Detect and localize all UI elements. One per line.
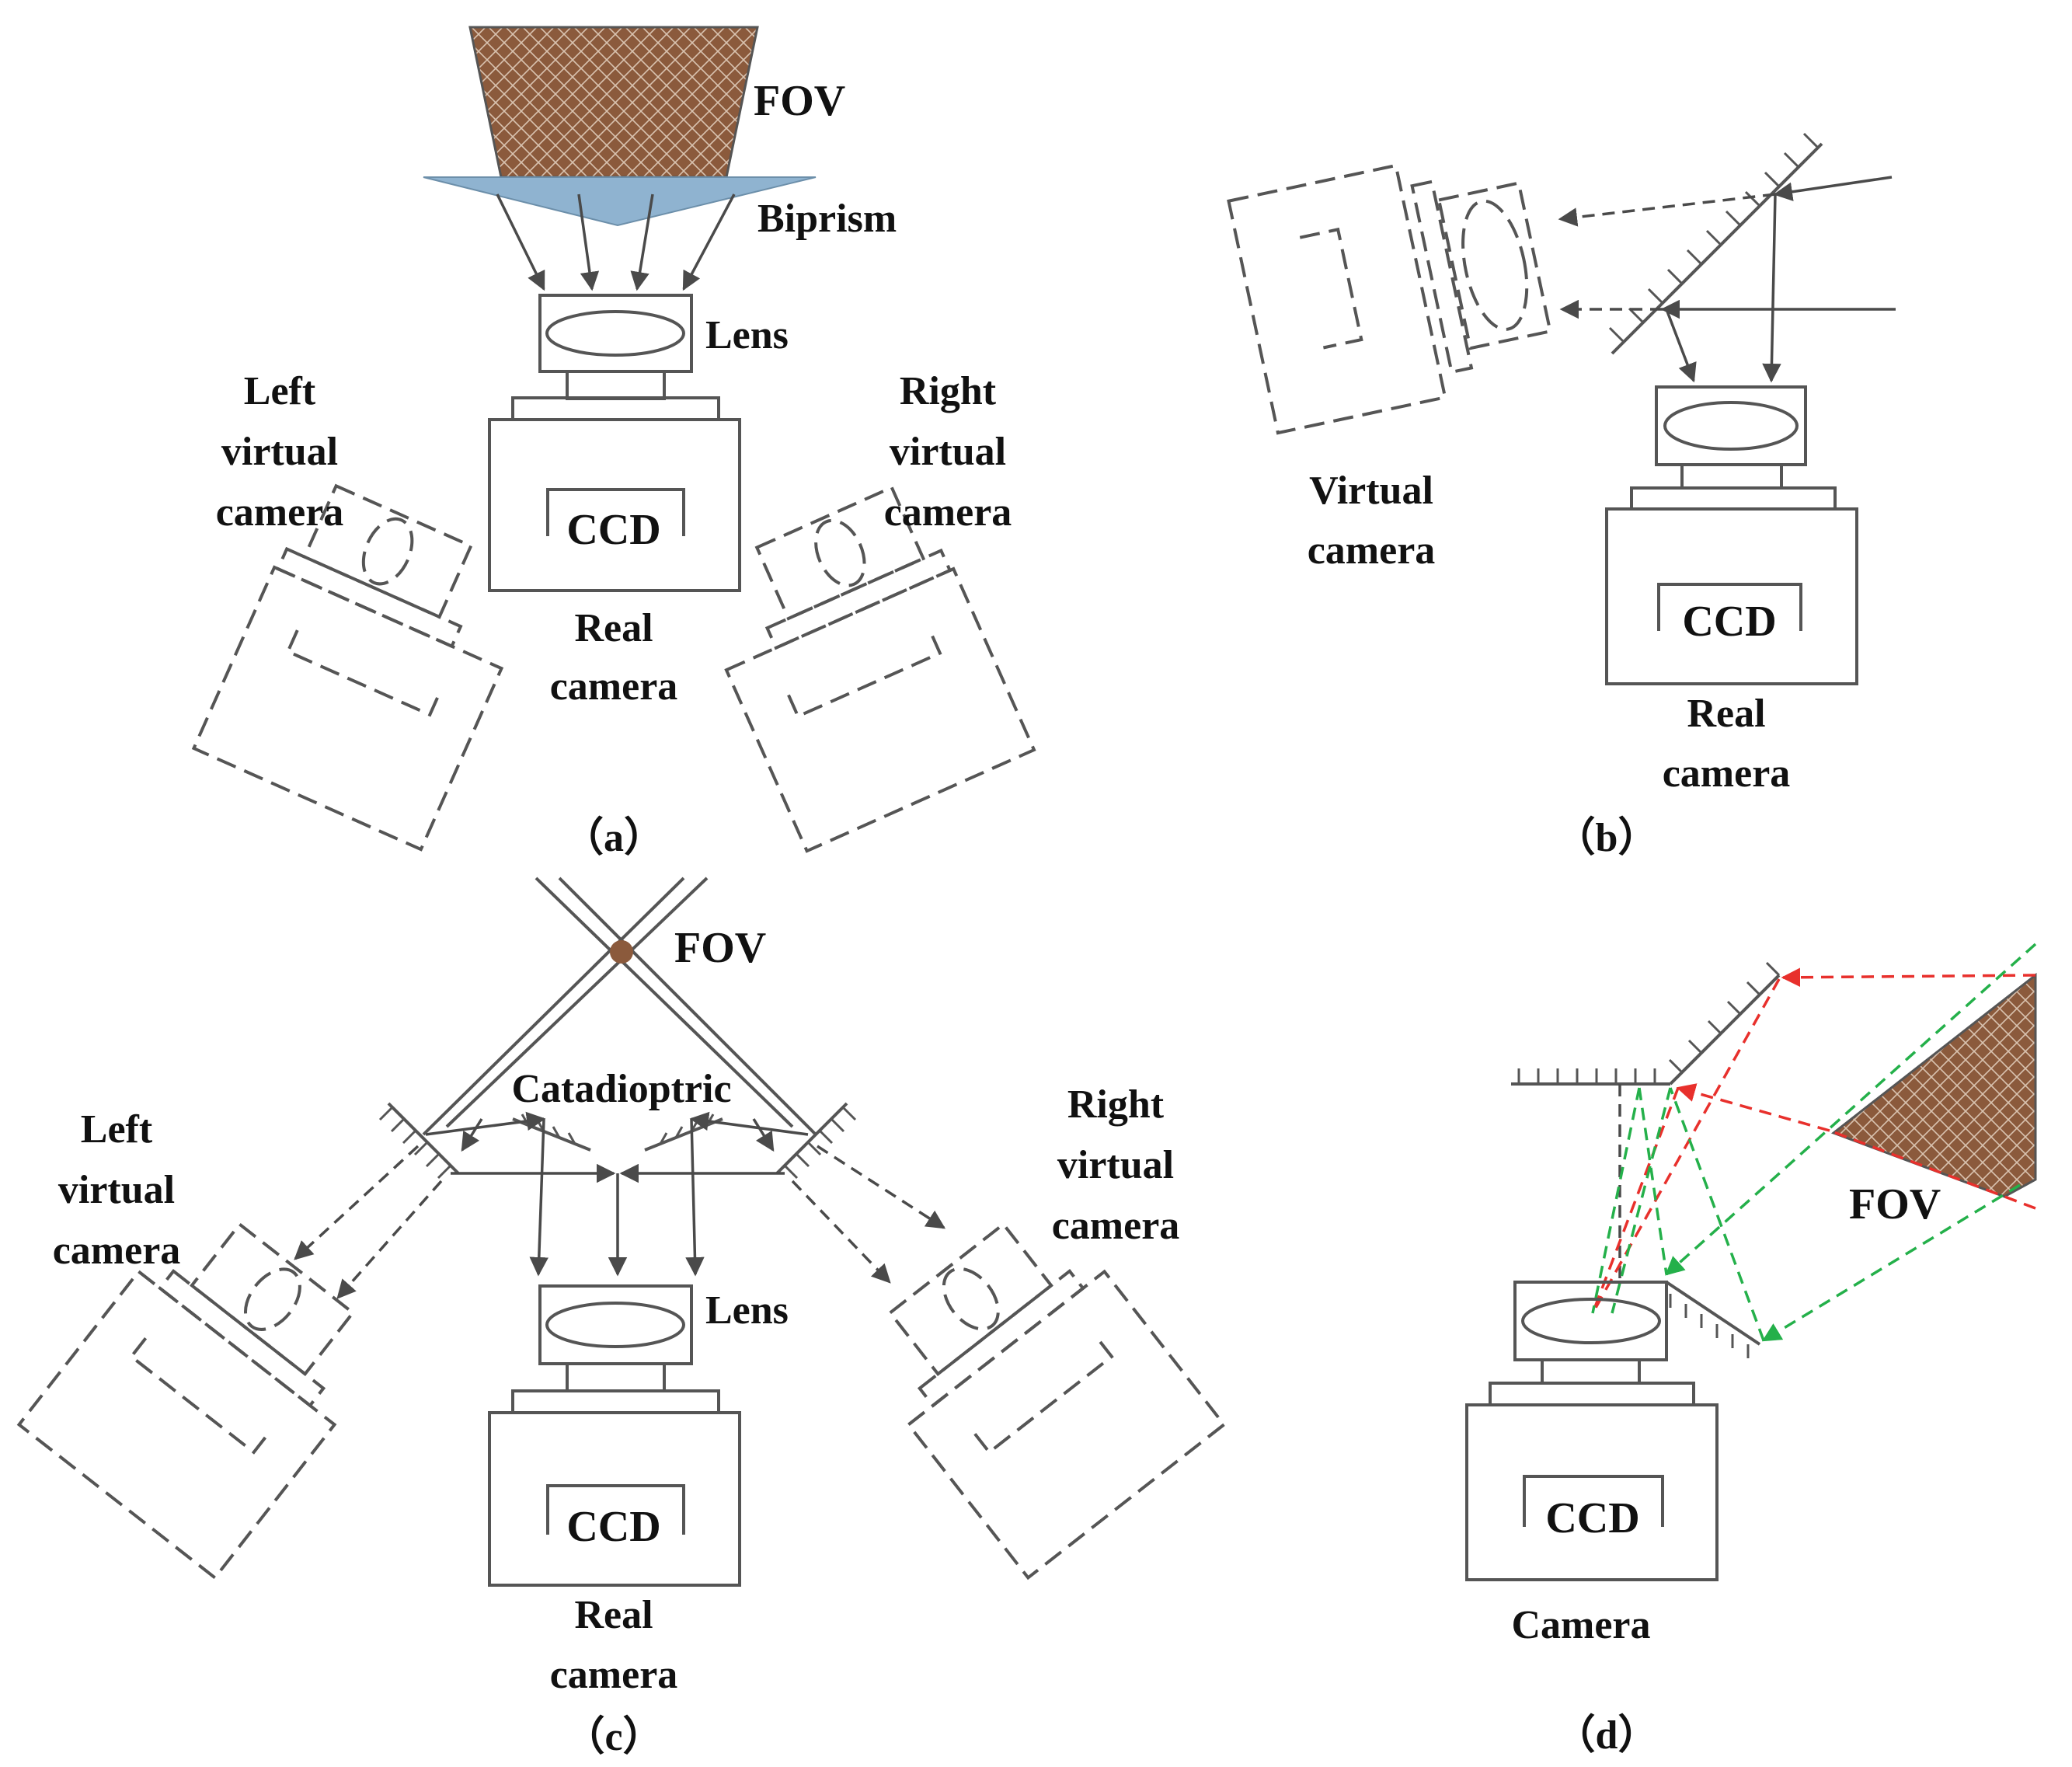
label-virtual-camera-b-1: Virtual	[1309, 469, 1433, 513]
label-right-virtual-a-2: virtual	[890, 430, 1006, 474]
label-real-camera-c-1: Real	[574, 1593, 653, 1637]
incoming-rays	[496, 193, 736, 291]
label-real-camera-b-2: camera	[1663, 751, 1791, 796]
panel-c: FOV Catadioptric Lens Left virtual camer…	[16, 877, 1227, 1759]
label-right-virtual-c-2: virtual	[1057, 1143, 1174, 1187]
label-right-virtual-c-1: Right	[1067, 1082, 1165, 1127]
left-mirrors-c	[378, 1102, 591, 1180]
red-rays	[1591, 967, 2036, 1314]
label-left-virtual-c-3: camera	[53, 1229, 181, 1273]
fov-point	[610, 940, 633, 964]
mirror-b	[1608, 132, 1823, 355]
crossing-fov-lines	[422, 877, 817, 1136]
real-camera-body-b	[1605, 507, 1858, 685]
label-left-virtual-c-1: Left	[81, 1107, 153, 1152]
label-fov-c: FOV	[674, 924, 766, 972]
bottom-mirror-d	[1665, 1281, 1761, 1358]
virtual-camera-b	[1227, 163, 1552, 435]
label-left-virtual-a-3: camera	[216, 490, 344, 535]
caption-a: （a）	[563, 815, 664, 860]
real-camera-body	[488, 418, 741, 592]
label-fov-a: FOV	[754, 77, 845, 125]
label-real-camera-c-2: camera	[550, 1653, 678, 1697]
right-mirrors-c	[644, 1102, 857, 1180]
lens-assembly-c	[511, 1284, 720, 1414]
label-ccd-b: CCD	[1682, 598, 1776, 646]
label-real-camera-b-1: Real	[1687, 692, 1765, 736]
camera-body-d	[1465, 1403, 1719, 1581]
label-catadioptric: Catadioptric	[511, 1067, 731, 1111]
label-biprism: Biprism	[757, 197, 897, 241]
label-fov-d: FOV	[1849, 1180, 1941, 1229]
label-ccd-c: CCD	[566, 1503, 660, 1551]
caption-d: （d）	[1555, 1713, 1659, 1758]
label-right-virtual-c-3: camera	[1052, 1204, 1180, 1248]
virtual-rays-c	[294, 1145, 946, 1299]
label-right-virtual-a-1: Right	[900, 369, 997, 413]
rays-c	[425, 1111, 809, 1277]
label-left-virtual-a-1: Left	[244, 369, 316, 413]
label-ccd-d: CCD	[1545, 1494, 1639, 1542]
label-virtual-camera-b-2: camera	[1308, 528, 1436, 573]
label-left-virtual-a-2: virtual	[221, 430, 338, 474]
lens-assembly-b	[1630, 385, 1837, 511]
label-camera-d: Camera	[1511, 1603, 1650, 1647]
panel-a: FOV Biprism Lens Left virtual camera Rig…	[191, 26, 1036, 860]
caption-b: （b）	[1555, 815, 1659, 860]
panel-b: Virtual camera CCD Real camera （b）	[1227, 132, 1896, 860]
fov-region	[468, 26, 759, 179]
label-lens-c: Lens	[705, 1288, 789, 1333]
label-real-camera-a-2: camera	[550, 664, 678, 709]
lens-assembly	[511, 294, 720, 421]
label-ccd-a: CCD	[566, 506, 660, 554]
fov-region-d	[1830, 972, 2037, 1198]
top-mirror-d	[1511, 961, 1781, 1086]
left-virtual-camera	[191, 483, 504, 852]
label-real-camera-a-1: Real	[574, 606, 653, 650]
lens-assembly-d	[1489, 1281, 1695, 1406]
caption-c: （c）	[564, 1714, 663, 1759]
label-right-virtual-a-3: camera	[884, 490, 1012, 535]
panel-d: FOV CCD Camera （d）	[1465, 943, 2037, 1758]
label-lens-a: Lens	[705, 313, 789, 357]
left-virtual-camera-c	[16, 1222, 356, 1581]
real-camera-body-c	[488, 1411, 741, 1587]
rays-b	[1558, 176, 1896, 383]
label-left-virtual-c-2: virtual	[58, 1168, 175, 1212]
right-virtual-camera	[724, 485, 1036, 853]
right-virtual-camera-c	[887, 1222, 1227, 1581]
biprism	[423, 176, 817, 227]
green-rays	[1591, 943, 2037, 1342]
